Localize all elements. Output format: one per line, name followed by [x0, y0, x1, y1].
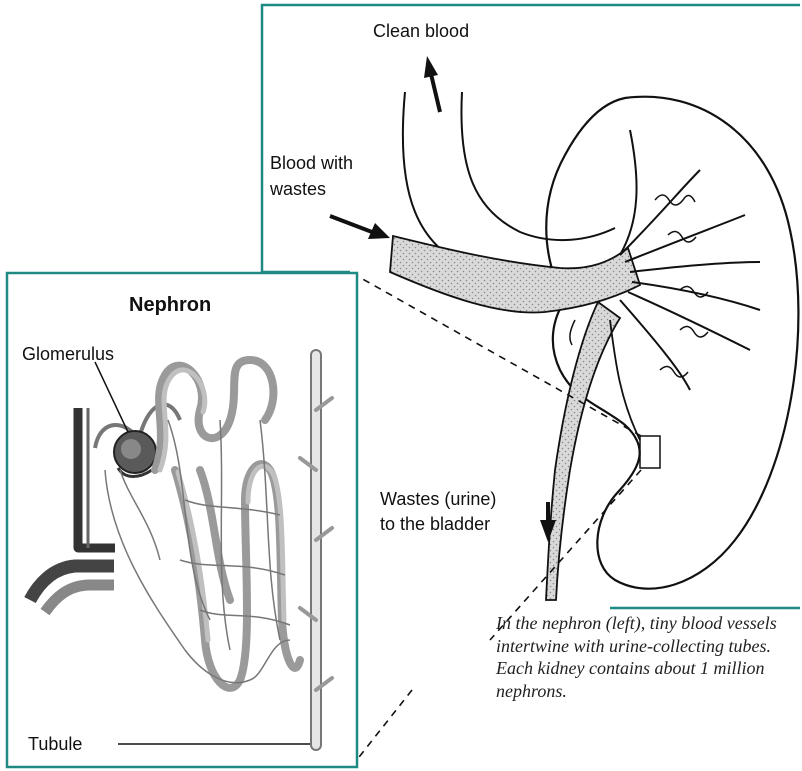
nephron-title: Nephron [129, 294, 211, 316]
renal-artery [390, 236, 640, 313]
urine-label-line2: to the bladder [380, 513, 490, 535]
ureter [546, 302, 620, 600]
arrow-up-icon [424, 56, 440, 112]
tubule-label: Tubule [28, 733, 82, 755]
blood-with-wastes-label-line1: Blood with [270, 152, 353, 174]
caption-text: In the nephron (left), tiny blood vessel… [496, 612, 796, 702]
vein-right-line [461, 92, 615, 240]
zoom-square [640, 436, 660, 468]
glomerulus-label: Glomerulus [22, 343, 114, 365]
urine-label-line1: Wastes (urine) [380, 488, 496, 510]
artery-branches [620, 130, 760, 390]
blood-with-wastes-label-line2: wastes [270, 178, 326, 200]
renal-pelvis-branch [610, 320, 640, 440]
clean-blood-label: Clean blood [373, 20, 469, 42]
arrow-right-icon [330, 216, 390, 239]
